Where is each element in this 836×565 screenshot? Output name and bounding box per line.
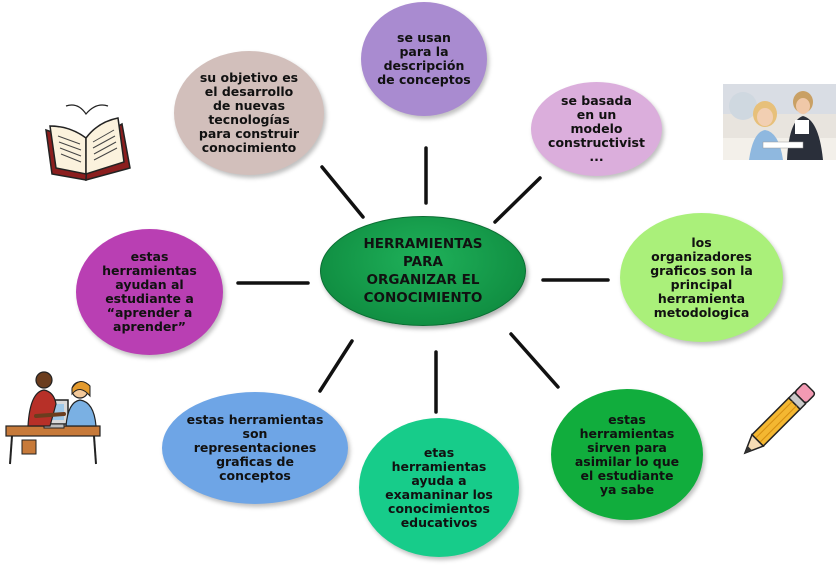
node-top-right-label: se basada en un modelo constructivist ..…	[548, 93, 645, 164]
spoke-top-left	[320, 165, 365, 219]
center-label: HERRAMIENTAS PARA ORGANIZAR EL CONOCIMIE…	[363, 236, 483, 306]
spoke-bottom-right	[509, 332, 560, 389]
node-top-label: se usan para la descripción de conceptos	[377, 30, 471, 87]
node-top: se usan para la descripción de conceptos	[361, 2, 487, 116]
center-node: HERRAMIENTAS PARA ORGANIZAR EL CONOCIMIE…	[320, 216, 526, 326]
node-right: los organizadores graficos son la princi…	[620, 213, 783, 342]
open-book-icon	[45, 104, 131, 181]
node-left-label: estas herramientas ayudan al estudiante …	[102, 249, 197, 334]
node-left: estas herramientas ayudan al estudiante …	[76, 229, 223, 355]
node-right-label: los organizadores graficos son la princi…	[650, 234, 753, 320]
node-bottom-left-label: estas herramientas son representaciones …	[186, 412, 324, 483]
people-at-computer-icon	[5, 371, 101, 465]
node-top-right: se basada en un modelo constructivist ..…	[531, 82, 662, 176]
teacher-student-photo	[723, 84, 836, 160]
node-bottom-right: estas herramientas sirven para asimilar …	[551, 389, 703, 520]
node-bottom-right-label: estas herramientas sirven para asimilar …	[574, 411, 680, 497]
spoke-bottom-left	[318, 339, 354, 393]
node-bottom: etas herramientas ayuda a examaninar los…	[359, 418, 519, 557]
node-bottom-label: etas herramientas ayuda a examaninar los…	[385, 444, 493, 530]
spoke-top-right	[493, 176, 542, 224]
node-bottom-left: estas herramientas son representaciones …	[162, 392, 348, 504]
node-top-left-label: su objetivo es el desarrollo de nuevas t…	[198, 70, 300, 155]
pencil-icon	[743, 382, 816, 455]
node-top-left: su objetivo es el desarrollo de nuevas t…	[174, 51, 324, 175]
